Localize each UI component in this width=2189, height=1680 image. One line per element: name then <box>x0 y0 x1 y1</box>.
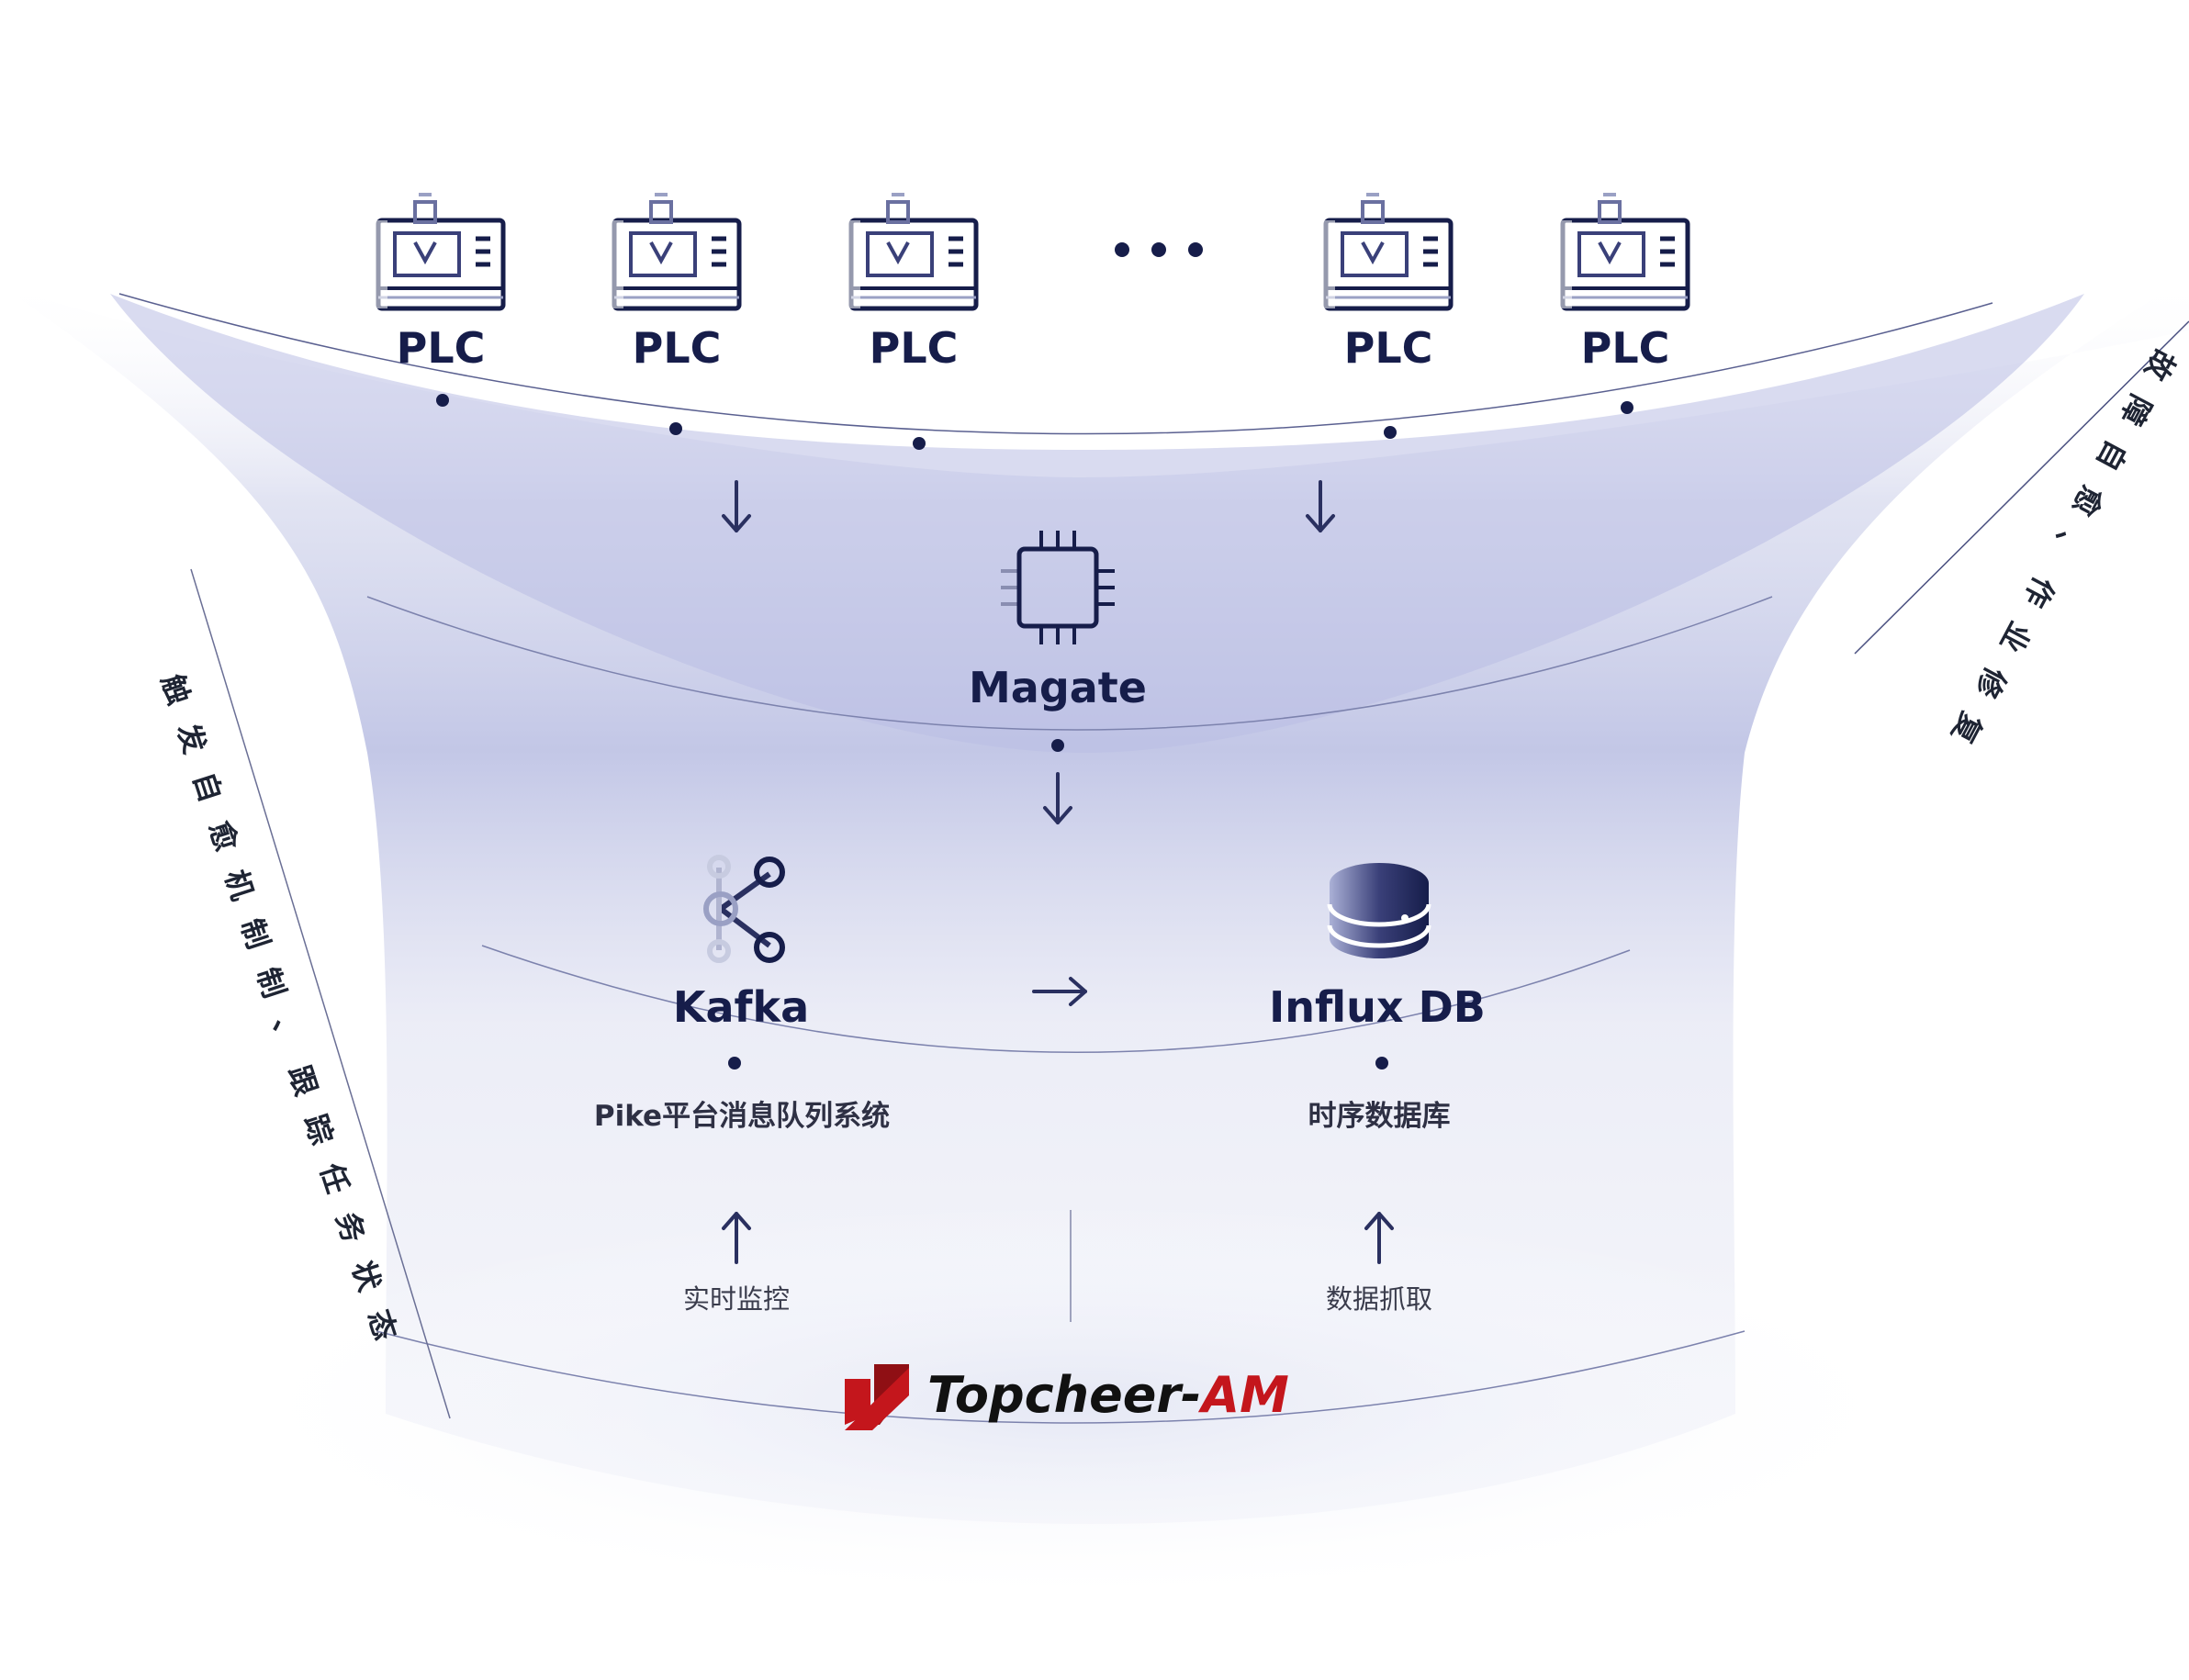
funnel-base-glow <box>202 1203 1947 1607</box>
ellipsis-dots <box>1115 242 1203 257</box>
arrow-up-capture-icon <box>1364 1212 1394 1264</box>
orbit-arc-plc <box>118 293 1993 435</box>
kafka-node-dot <box>728 1057 741 1070</box>
plc-machine-icon <box>611 193 742 311</box>
logo-suffix: AM <box>1201 1366 1289 1424</box>
monitor-label: 实时监控 <box>682 1283 791 1315</box>
plc-machine-icon <box>1322 193 1454 311</box>
plc-label: PLC <box>396 323 486 373</box>
orbit-arc-magate <box>366 596 1773 731</box>
arrow-down-left-icon <box>722 480 751 532</box>
arrow-down-right-icon <box>1306 480 1335 532</box>
plc-node-dot <box>669 422 682 435</box>
chip-icon <box>1001 531 1115 644</box>
plc-machine-icon <box>848 193 979 311</box>
plc-label: PLC <box>1580 323 1670 373</box>
kafka-caption: Pike平台消息队列系统 <box>593 1100 891 1133</box>
influx-node-dot <box>1375 1057 1388 1070</box>
arrow-down-magate-icon <box>1043 772 1072 824</box>
topcheer-logo-text: Topcheer-AM <box>927 1366 1289 1424</box>
magate-node-dot <box>1051 739 1064 752</box>
orbit-arc-base <box>376 1330 1746 1424</box>
plc-label: PLC <box>869 323 959 373</box>
logo-name: Topcheer <box>927 1366 1181 1424</box>
plc-machine-icon <box>375 193 506 311</box>
plc-label: PLC <box>632 323 722 373</box>
left-side-line <box>190 568 451 1419</box>
magate-label: Magate <box>969 663 1147 712</box>
right-side-line <box>1854 320 2189 655</box>
orbit-arc-storage <box>481 945 1631 1053</box>
arc-nodes <box>436 394 1633 1070</box>
database-icon <box>1327 863 1431 958</box>
flow-arrows <box>722 480 1394 1264</box>
logo-separator: - <box>1180 1366 1202 1424</box>
topcheer-logo-mark <box>845 1364 909 1430</box>
arrow-up-monitor-icon <box>722 1212 751 1264</box>
influx-label: Influx DB <box>1269 982 1486 1032</box>
plc-machine-icon <box>1559 193 1690 311</box>
plc-node-dot <box>436 394 449 407</box>
influx-caption: 时序数据库 <box>1308 1100 1451 1133</box>
arrow-right-kafka-influx-icon <box>1032 977 1087 1006</box>
plc-node-dot <box>1384 426 1397 439</box>
kafka-icon <box>703 855 785 963</box>
plc-node-dot <box>1621 401 1633 414</box>
kafka-label: Kafka <box>672 982 810 1032</box>
plc-node-dot <box>913 437 926 450</box>
plc-label: PLC <box>1343 323 1433 373</box>
capture-label: 数据抓取 <box>1325 1283 1433 1315</box>
funnel-top-haze <box>110 294 2084 753</box>
